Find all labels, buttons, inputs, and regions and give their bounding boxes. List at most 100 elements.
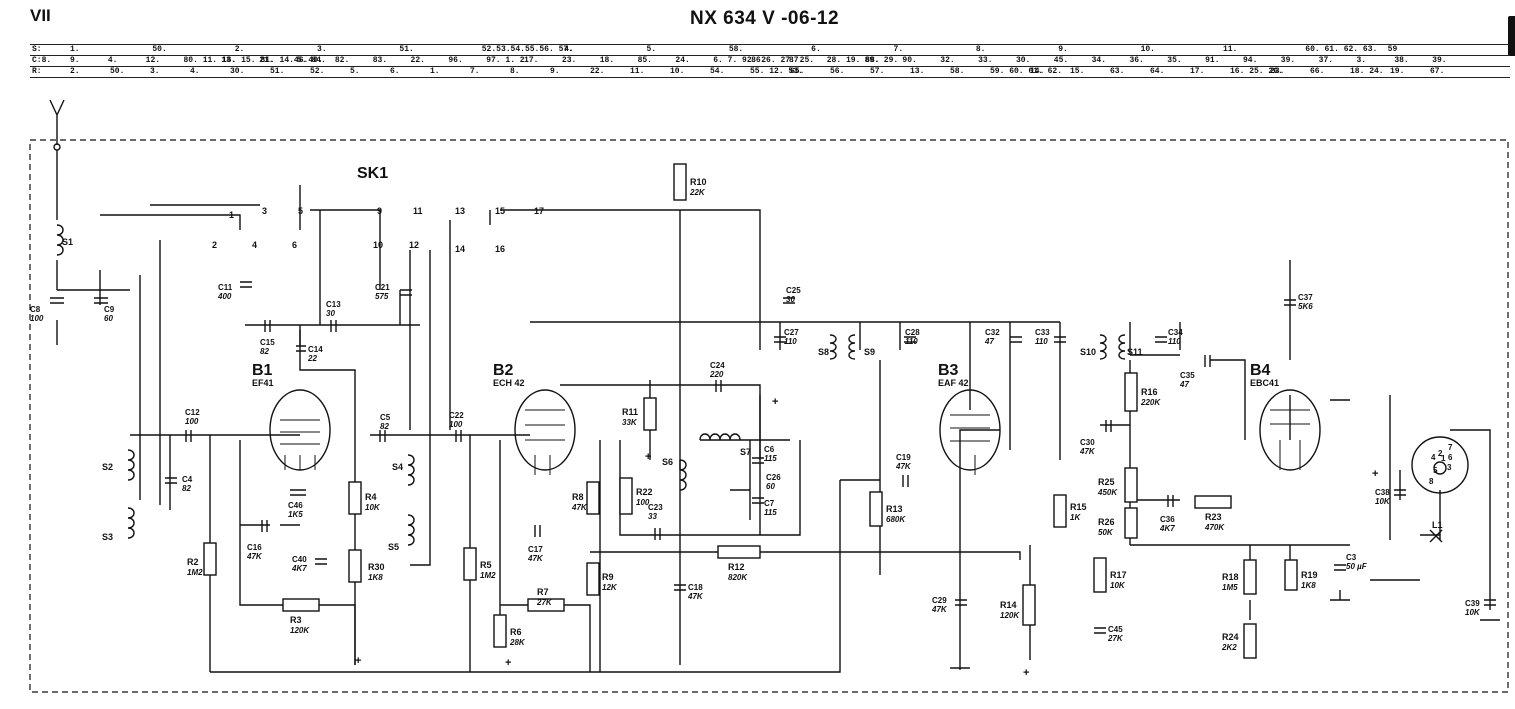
- index-cell: 83.: [372, 56, 388, 65]
- resistor-r9-body: [586, 562, 600, 596]
- resistor-r19-body: [1284, 559, 1298, 591]
- index-cell: 54.: [710, 67, 725, 76]
- capacitor-c27-value: 110: [784, 337, 797, 346]
- capacitor-c4-label: C4: [182, 475, 193, 484]
- index-cell: 63.: [1110, 67, 1125, 76]
- index-cell: 11.: [1222, 45, 1238, 54]
- index-cell: 51.: [399, 45, 414, 54]
- capacitor-c17-value: 47K: [527, 554, 544, 563]
- resistor-r3-body: [282, 598, 320, 612]
- capacitor-c39-value: 10K: [1465, 608, 1481, 617]
- index-row-resistors: R:2.50.3.4.30.51.52.5.6.1.7.8.9.22.11.10…: [30, 67, 1510, 78]
- index-cell: 16. 25. 26.: [1230, 67, 1283, 76]
- connector-pin-label: 5: [1433, 466, 1438, 475]
- index-cell: 64.: [1150, 67, 1165, 76]
- capacitor-symbols: [50, 281, 1496, 634]
- resistor-r7-label: R7: [537, 587, 549, 597]
- resistor-r11-label: R11: [622, 407, 638, 417]
- resistor-r5-value: 1M2: [480, 571, 496, 580]
- index-cell: 6.: [811, 45, 821, 54]
- index-cell: 96.: [448, 56, 463, 65]
- capacitor-c28-label: C28: [905, 328, 920, 337]
- connector-pin-label: 8: [1429, 477, 1434, 486]
- capacitor-c32-value: 47: [984, 337, 994, 346]
- wire-main-ground: [210, 555, 841, 673]
- capacitor-c30-value: 47K: [1079, 447, 1096, 456]
- index-cell: 9.: [1058, 45, 1068, 54]
- coil-s2-symbol: [127, 449, 135, 481]
- resistor-r10-label: R10: [690, 177, 707, 187]
- supply-plus-label: +: [645, 451, 651, 463]
- coil-s7-label: S7: [740, 447, 751, 457]
- switch-contact-4: 4: [252, 240, 257, 250]
- index-cell: 9.: [70, 56, 80, 65]
- capacitor-c38-value: 10K: [1375, 497, 1391, 506]
- resistor-r25-body: [1124, 467, 1138, 503]
- capacitor-c22-label: C22: [449, 411, 464, 420]
- capacitor-c38-label: C38: [1375, 488, 1390, 497]
- capacitor-c3-label: C3: [1346, 553, 1357, 562]
- index-cell: 1.: [430, 67, 440, 76]
- capacitor-c15-value: 82: [260, 347, 269, 356]
- tube-b2-envelope: [514, 389, 576, 475]
- resistor-r26-body: [1124, 507, 1138, 539]
- capacitor-c25-value: 30: [786, 295, 795, 304]
- ground-symbols: [950, 534, 1500, 669]
- resistor-r3-label: R3: [290, 615, 302, 625]
- coil-s6-symbol: [679, 459, 687, 491]
- capacitor-c26-label: C26: [766, 473, 781, 482]
- index-cell: 13.: [221, 56, 236, 65]
- resistor-r26-value: 50K: [1098, 528, 1114, 537]
- capacitor-c22-value: 100: [449, 420, 463, 429]
- resistor-r4-body: [348, 481, 362, 515]
- capacitor-c34-value: 110: [1168, 337, 1181, 346]
- index-cell: 18.: [599, 56, 615, 65]
- index-cell: 17.: [1190, 67, 1205, 76]
- index-cell: 85.: [637, 56, 652, 65]
- resistor-r15-value: 1K: [1070, 513, 1081, 522]
- index-cell: 33.: [978, 56, 993, 65]
- index-cell: 90.: [902, 56, 917, 65]
- capacitor-c29-value: 47K: [931, 605, 948, 614]
- supply-plus-label: +: [355, 655, 361, 667]
- index-cell: 11.: [630, 67, 645, 76]
- index-cell: 22.: [590, 67, 605, 76]
- index-cell: 65.: [790, 67, 805, 76]
- connector-pin-label: 4: [1431, 453, 1436, 462]
- switch-contact-9: 9: [377, 206, 382, 216]
- tube-b3-label: B3: [938, 362, 959, 379]
- component-index-table: S:1.50.2.3.51.52.53.54.55.56. 57.4.5.58.…: [30, 44, 1510, 78]
- index-cell: 8.: [975, 45, 986, 54]
- resistor-r13-label: R13: [886, 504, 903, 514]
- capacitor-c11-value: 400: [217, 292, 232, 301]
- coil-s3-symbol: [127, 507, 135, 539]
- resistor-r4-label: R4: [365, 492, 377, 502]
- index-cell: 5.: [646, 45, 657, 54]
- resistor-r30-label: R30: [368, 562, 385, 572]
- index-cell: 50.: [110, 67, 125, 76]
- index-cell: 7.: [470, 67, 480, 76]
- capacitor-c33-label: C33: [1035, 328, 1050, 337]
- index-cell: 14.: [1030, 67, 1045, 76]
- coil-s4-symbol: [407, 454, 415, 486]
- switch-contact-6: 6: [292, 240, 297, 250]
- capacitor-c46-value: 1K5: [288, 510, 303, 519]
- capacitor-c28-value: 110: [905, 337, 918, 346]
- page-number: VII: [30, 6, 51, 25]
- capacitor-c11-label: C11: [218, 283, 233, 292]
- index-cell: 1.: [70, 45, 80, 54]
- resistor-r15-body: [1053, 494, 1067, 528]
- tube-b4-type: EBC41: [1250, 378, 1279, 388]
- resistor-r13-value: 680K: [886, 515, 906, 524]
- index-cell: 36.: [1129, 56, 1144, 65]
- tube-b2-label: B2: [493, 362, 514, 379]
- capacitor-c9-value: 60: [104, 314, 113, 323]
- capacitor-c13-value: 30: [326, 309, 335, 318]
- index-cell: 15.: [1070, 67, 1085, 76]
- coil-s5-label: S5: [388, 542, 399, 552]
- index-cell: 37.: [1318, 56, 1334, 65]
- resistor-r9-label: R9: [602, 572, 614, 582]
- index-cell: 2.: [70, 67, 80, 76]
- coil-s9-symbol: [848, 334, 856, 360]
